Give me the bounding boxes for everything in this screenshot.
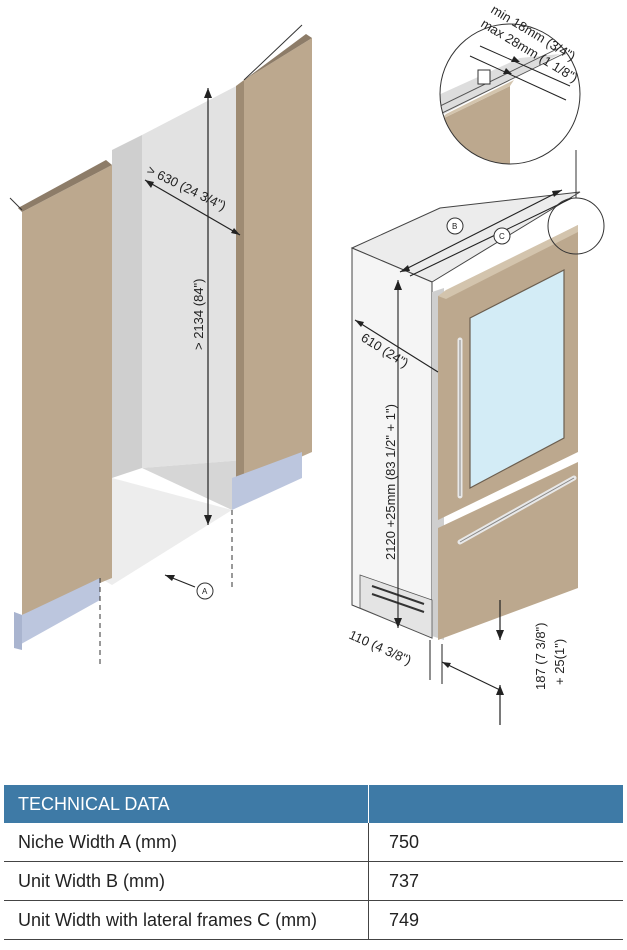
left-cabinet-panel-top: [18, 160, 112, 212]
table-row: Unit Width B (mm) 737: [4, 861, 623, 901]
marker-b: [446, 217, 464, 235]
marker-c: [493, 227, 511, 245]
table-row: Niche Width A (mm) 750: [4, 823, 623, 862]
niche-height-label: > 2134 (84"): [191, 279, 206, 350]
row-value: 737: [368, 861, 623, 901]
niche-right-wall: [142, 460, 244, 510]
right-plinth: [232, 452, 302, 510]
toe-kick-label-2: + 25(1"): [552, 639, 567, 685]
left-plinth-side: [14, 612, 22, 650]
marker-a: [196, 582, 214, 600]
table-row: Unit Width with lateral frames C (mm) 74…: [4, 900, 623, 940]
plinth-depth-label: 110 (4 3/8"): [347, 627, 414, 668]
row-label: Niche Width A (mm): [4, 823, 369, 862]
row-label: Unit Width with lateral frames C (mm): [4, 900, 369, 940]
table-header-value: [368, 785, 623, 823]
niche-left-wall: [112, 135, 142, 478]
svg-text:B: B: [452, 222, 457, 231]
table-header-title: TECHNICAL DATA: [4, 785, 369, 823]
detail-callout-large: [439, 23, 581, 165]
toe-kick-label-1: 187 (7 3/8"): [533, 623, 548, 691]
unit-height-label: 2120 +25mm (83 1/2" + 1"): [383, 404, 398, 560]
row-label: Unit Width B (mm): [4, 861, 369, 901]
technical-data-table: TECHNICAL DATA Niche Width A (mm) 750 Un…: [4, 785, 623, 940]
unit-bottom-door: [438, 462, 578, 640]
right-cabinet-panel-top: [236, 34, 312, 86]
svg-text:C: C: [499, 232, 505, 241]
niche-illustration: > 630 (24 3/4") > 2134 (84") A: [9, 24, 312, 666]
unit-plinth-grille: [359, 574, 433, 639]
unit-illustration: B C 610 (24") 2120 +25mm (83 1/2" + 1") …: [347, 150, 605, 725]
left-plinth: [14, 578, 100, 648]
row-value: 749: [368, 900, 623, 940]
unit-glass-window: [469, 269, 565, 489]
left-cabinet-panel: [22, 165, 112, 615]
right-cabinet-panel-edge: [236, 80, 244, 482]
row-value: 750: [368, 823, 623, 862]
installation-diagram: > 630 (24 3/4") > 2134 (84") A: [9, 2, 605, 725]
right-cabinet-panel: [244, 38, 312, 482]
detail-magnified: min 18mm (3/4") max 28mm (1 1/8"): [439, 2, 581, 165]
niche-floor: [100, 478, 232, 585]
niche-back-wall: [142, 82, 244, 468]
svg-text:A: A: [202, 587, 208, 596]
table-header-row: TECHNICAL DATA: [4, 785, 623, 823]
